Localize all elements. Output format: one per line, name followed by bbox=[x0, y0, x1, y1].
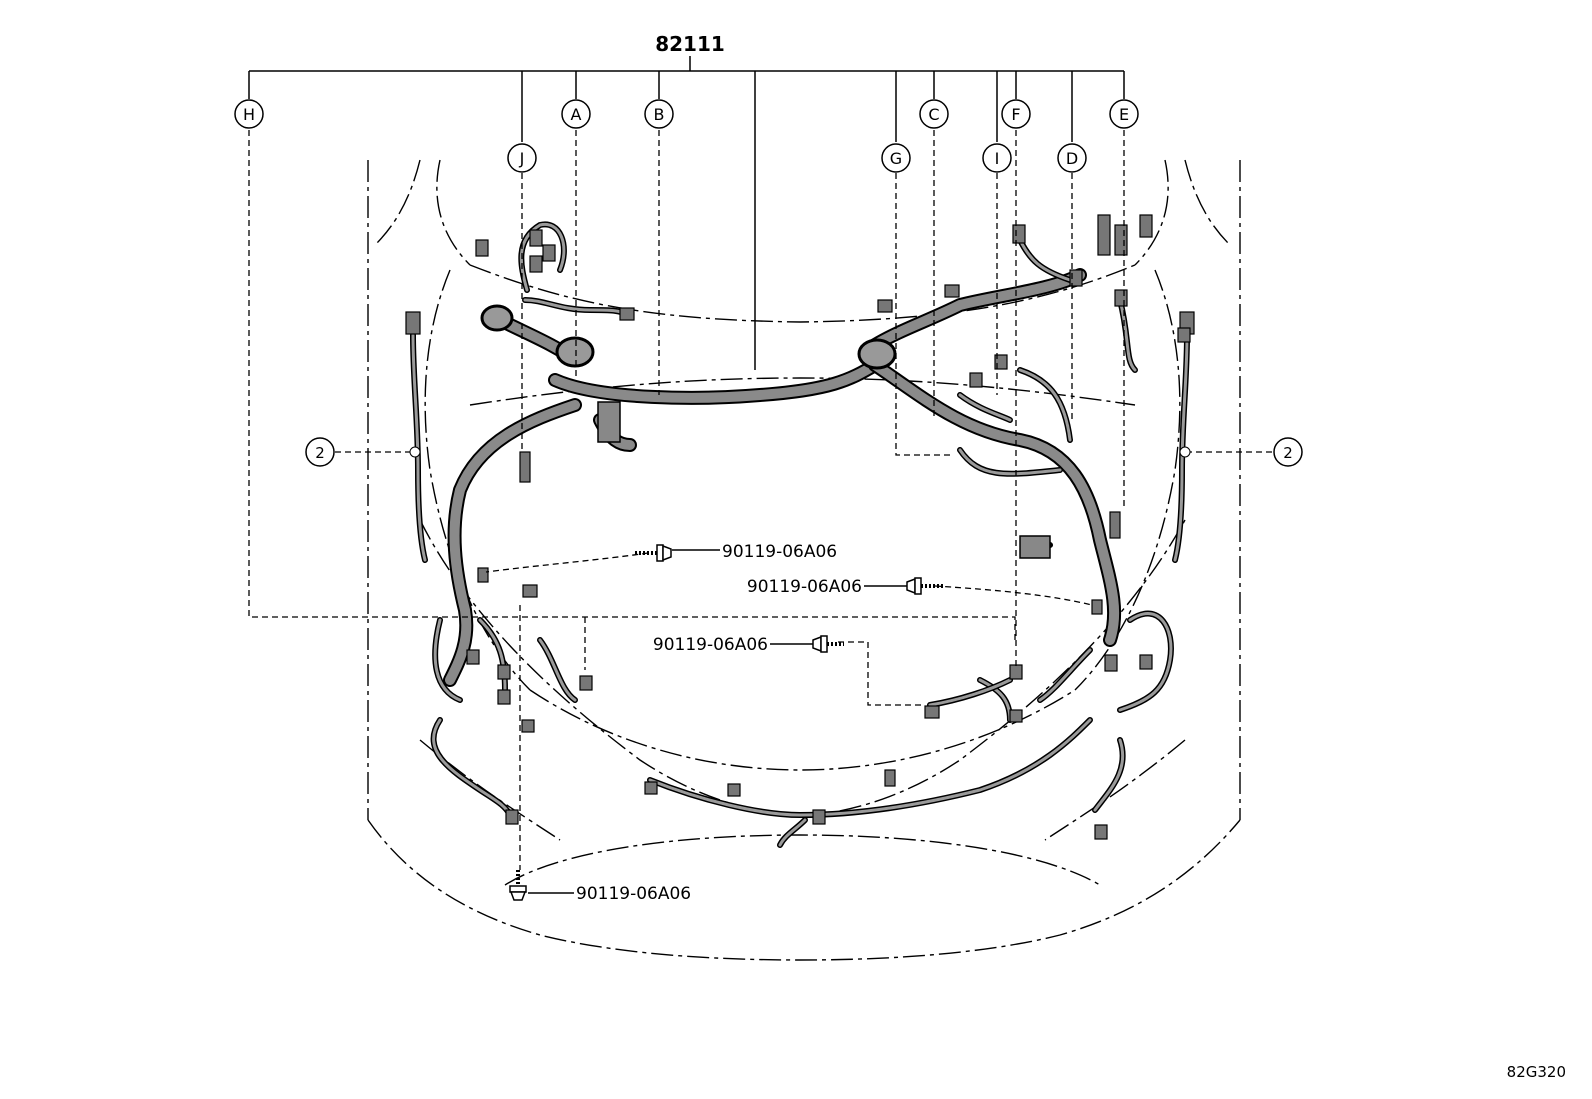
callout-label: H bbox=[243, 105, 255, 124]
main-part-number: 82111 bbox=[655, 32, 725, 56]
callout-J: J bbox=[507, 143, 537, 173]
bolt-part-number: 90119-06A06 bbox=[747, 577, 862, 597]
callout-label: G bbox=[890, 149, 902, 168]
callout-label: B bbox=[654, 105, 665, 124]
ref-label: 2 bbox=[315, 444, 325, 462]
callout-label: E bbox=[1119, 105, 1129, 124]
callout-F: F bbox=[1001, 99, 1031, 129]
callout-label: J bbox=[519, 149, 525, 168]
bolt-icon bbox=[509, 870, 527, 901]
callout-label: A bbox=[571, 105, 582, 124]
callout-label: I bbox=[995, 149, 1000, 168]
bolt-1: 90119-06A06 bbox=[635, 542, 837, 562]
bolt-part-number: 90119-06A06 bbox=[722, 542, 837, 562]
callout-I: I bbox=[982, 143, 1012, 173]
callout-D: D bbox=[1057, 143, 1087, 173]
main-part-leaders bbox=[248, 56, 1125, 370]
bolt-icon bbox=[906, 577, 943, 595]
callout-A: A bbox=[561, 99, 591, 129]
callout-E: E bbox=[1109, 99, 1139, 129]
side-wires bbox=[405, 311, 1195, 563]
ref-callout-left: 2 bbox=[305, 437, 421, 467]
bolt-3: 90119-06A06 bbox=[653, 635, 844, 655]
callout-label: F bbox=[1011, 105, 1020, 124]
callout-label: C bbox=[928, 105, 939, 124]
bolt-icon bbox=[812, 635, 844, 653]
callout-dashed-lines bbox=[248, 130, 1272, 870]
bolt-part-number: 90119-06A06 bbox=[576, 884, 691, 904]
callout-C: C bbox=[919, 99, 949, 129]
callout-B: B bbox=[644, 99, 674, 129]
main-harness bbox=[443, 268, 1122, 687]
figure-code: 82G320 bbox=[1507, 1063, 1566, 1081]
callout-G: G bbox=[881, 143, 911, 173]
bolt-icon bbox=[635, 544, 672, 562]
callout-label: D bbox=[1066, 149, 1078, 168]
bolt-4: 90119-06A06 bbox=[509, 870, 691, 904]
callout-H: H bbox=[234, 99, 264, 129]
ref-callout-right: 2 bbox=[1179, 437, 1303, 467]
ref-label: 2 bbox=[1283, 444, 1293, 462]
branch-wires bbox=[430, 221, 1174, 848]
bolt-part-number: 90119-06A06 bbox=[653, 635, 768, 655]
vehicle-body-outline bbox=[367, 159, 1241, 961]
bolt-2: 90119-06A06 bbox=[747, 577, 943, 597]
